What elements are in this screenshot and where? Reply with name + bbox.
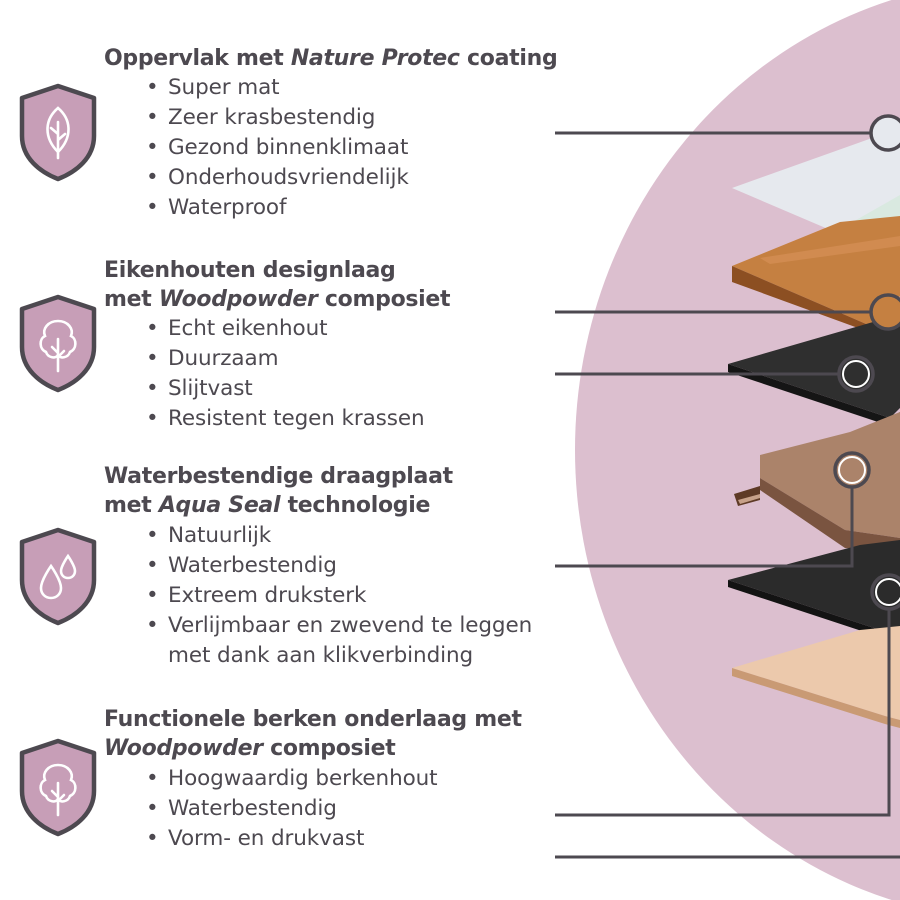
birch-underlayer — [732, 626, 900, 728]
list-item: Waterbestendig — [146, 794, 438, 824]
title-line-1: Functionele berken onderlaag met — [104, 707, 522, 732]
leaf-icon — [19, 83, 97, 182]
callout-markers — [833, 114, 900, 611]
section-title: Waterbestendige draagplaat met Aqua Seal… — [104, 462, 453, 520]
title-line-1: Eikenhouten designlaag — [104, 258, 396, 283]
list-item-continuation: met dank aan klikverbinding — [168, 643, 474, 668]
list-item: Hoogwaardig berkenhout — [146, 764, 438, 794]
section-title: Oppervlak met Nature Protec coating — [104, 44, 558, 73]
title-line-2: met Aqua Seal technologie — [104, 493, 431, 518]
callout-marker-4 — [833, 451, 871, 489]
feature-list: Super mat Zeer krasbestendig Gezond binn… — [146, 73, 409, 223]
black-bottom-layer — [728, 540, 900, 637]
tree-icon — [19, 294, 97, 393]
title-line-1: Oppervlak met Nature Protec coating — [104, 46, 558, 71]
list-item: Onderhoudsvriendelijk — [146, 163, 409, 193]
list-item: Resistent tegen krassen — [146, 404, 425, 434]
leader-lines — [555, 131, 900, 859]
list-item: Verlijmbaar en zwevend te leggen — [146, 611, 532, 641]
feature-list: Natuurlijk Waterbestendig Extreem drukst… — [146, 521, 532, 671]
callout-marker-1 — [869, 114, 900, 152]
list-item: Slijtvast — [146, 374, 425, 404]
callout-marker-2 — [869, 293, 900, 331]
list-item: Natuurlijk — [146, 521, 532, 551]
list-item: Waterbestendig — [146, 551, 532, 581]
list-item: Duurzaam — [146, 344, 425, 374]
list-item: Super mat — [146, 73, 409, 103]
tree-icon — [19, 738, 97, 837]
feature-list: Echt eikenhout Duurzaam Slijtvast Resist… — [146, 314, 425, 434]
list-item: Vorm- en drukvast — [146, 824, 438, 854]
list-item: Zeer krasbestendig — [146, 103, 409, 133]
section-title: Functionele berken onderlaag met Woodpow… — [104, 705, 522, 763]
title-line-2: met Woodpowder composiet — [104, 287, 451, 312]
water-drops-icon — [19, 527, 97, 626]
callout-marker-3 — [837, 355, 875, 393]
black-balancing-layer — [728, 318, 900, 426]
feature-list: Hoogwaardig berkenhout Waterbestendig Vo… — [146, 764, 438, 854]
leader-line-5 — [555, 608, 891, 817]
title-line-1: Waterbestendige draagplaat — [104, 464, 453, 489]
title-line-2: Woodpowder composiet — [104, 736, 396, 761]
leader-line-4 — [555, 486, 854, 568]
list-item: Waterproof — [146, 193, 409, 223]
waterproof-core-board — [734, 412, 900, 552]
list-item: Echt eikenhout — [146, 314, 425, 344]
section-title: Eikenhouten designlaag met Woodpowder co… — [104, 256, 451, 314]
list-item: Gezond binnenklimaat — [146, 133, 409, 163]
callout-marker-5 — [870, 573, 900, 611]
list-item: Extreem druksterk — [146, 581, 532, 611]
